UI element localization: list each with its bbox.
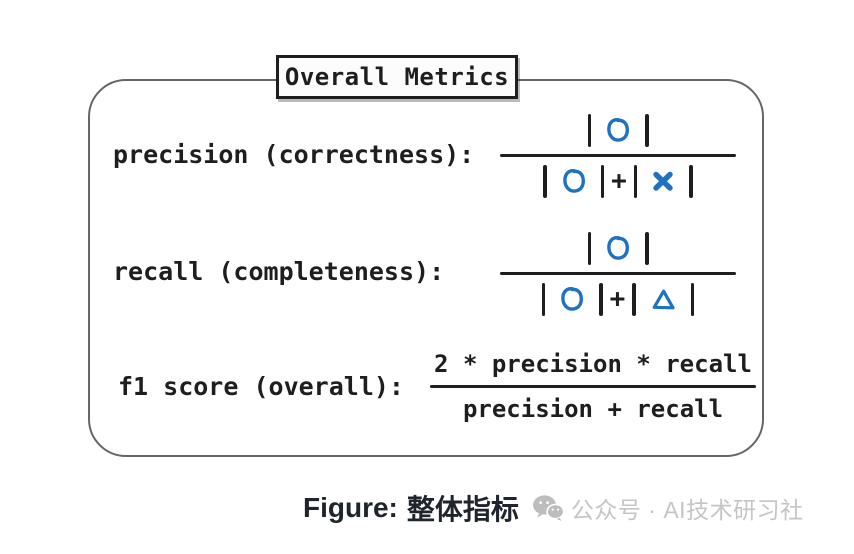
watermark: 公众号 · AI技术研习社 (532, 491, 804, 525)
wechat-icon (532, 494, 564, 522)
cardinality-bar-icon (600, 164, 605, 198)
cardinality-bar-icon (689, 164, 693, 198)
cardinality-bar-icon (543, 164, 547, 198)
plus-sign: + (609, 284, 626, 314)
precision-label: precision (correctness): (113, 140, 475, 169)
fraction-line (430, 385, 756, 388)
circle-icon (560, 286, 584, 312)
cardinality-bar-icon (599, 282, 603, 316)
recall-label: recall (completeness): (113, 257, 445, 286)
figure-label: Figure: (303, 492, 398, 523)
watermark-text: 公众号 · AI技术研习社 (570, 497, 804, 523)
figure-title: 整体指标 (406, 494, 519, 525)
circle-icon (562, 168, 586, 194)
cardinality-bar-icon (690, 282, 695, 316)
cardinality-bar-icon (645, 113, 649, 147)
recall-fraction: + (500, 228, 736, 319)
title-box: Overall Metrics (276, 55, 518, 99)
circle-icon (606, 117, 630, 143)
cardinality-bar-icon (541, 282, 546, 316)
recall-numerator (587, 228, 649, 268)
triangle-icon (651, 288, 676, 311)
page-title: Overall Metrics (284, 63, 510, 91)
fraction-line (500, 154, 736, 157)
precision-denominator: + (543, 161, 693, 201)
recall-denominator: + (541, 279, 695, 319)
cardinality-bar-icon (587, 113, 591, 147)
x-mark-icon (652, 170, 674, 192)
cardinality-bar-icon (632, 282, 636, 316)
precision-fraction: + (500, 110, 736, 201)
figure-caption: Figure: 整体指标 公众号 · AI技术研习社 (303, 488, 804, 528)
cardinality-bar-icon (633, 164, 638, 198)
f1-label: f1 score (overall): (118, 372, 404, 401)
precision-numerator (587, 110, 649, 150)
fraction-line (500, 272, 736, 275)
plus-sign: + (611, 166, 627, 196)
cardinality-bar-icon (587, 231, 591, 265)
f1-numerator: 2 * precision * recall (434, 350, 752, 378)
circle-icon (606, 235, 630, 261)
cardinality-bar-icon (645, 231, 649, 265)
f1-fraction: 2 * precision * recall precision + recal… (430, 347, 756, 426)
f1-denominator: precision + recall (462, 395, 724, 423)
